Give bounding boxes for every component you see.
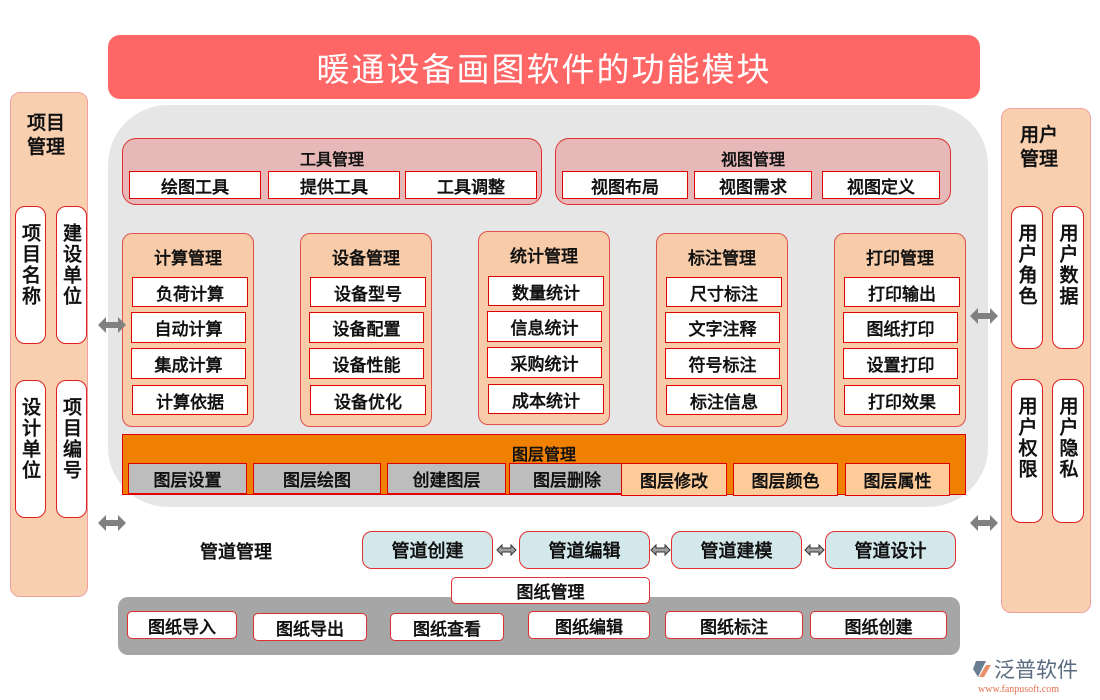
project-management-panel: 项目管理 xyxy=(10,92,88,597)
pipe-item: 管道编辑 xyxy=(519,531,650,569)
layer-item: 创建图层 xyxy=(387,463,506,494)
layer-item: 图层删除 xyxy=(509,463,625,494)
drawing-item: 图纸导出 xyxy=(253,613,367,641)
project-number-item: 项目编号 xyxy=(56,380,87,518)
project-name-item: 项目名称 xyxy=(15,206,46,344)
view-item: 视图需求 xyxy=(694,171,812,199)
view-management-title: 视图管理 xyxy=(720,150,785,169)
column-item: 打印效果 xyxy=(844,385,960,415)
drawing-item: 图纸查看 xyxy=(390,613,504,641)
column-item: 文字注释 xyxy=(665,312,780,343)
construction-unit-item: 建设单位 xyxy=(56,206,87,344)
column-item: 尺寸标注 xyxy=(666,277,782,307)
column-item: 负荷计算 xyxy=(132,277,248,307)
drawing-management-title: 图纸管理 xyxy=(451,577,650,604)
diagram-title: 暖通设备画图软件的功能模块 xyxy=(108,35,980,99)
drawing-item: 图纸创建 xyxy=(810,611,947,639)
tool-item: 提供工具 xyxy=(268,171,400,199)
tool-management-title: 工具管理 xyxy=(299,150,364,169)
column-item: 打印输出 xyxy=(844,277,960,307)
layer-item: 图层修改 xyxy=(621,463,727,496)
double-arrow-icon xyxy=(496,543,517,557)
column-item: 自动计算 xyxy=(131,312,246,343)
user-management-title: 用户管理 xyxy=(1020,124,1059,170)
user-privacy-item: 用户隐私 xyxy=(1052,379,1084,523)
double-arrow-icon xyxy=(804,543,825,557)
column-item: 数量统计 xyxy=(488,276,604,306)
column-item: 设置打印 xyxy=(843,348,958,379)
column-item: 设备型号 xyxy=(310,277,426,307)
layer-management-title: 图层管理 xyxy=(511,445,576,464)
pipe-management-title: 管道管理 xyxy=(200,542,272,563)
drawing-item: 图纸导入 xyxy=(127,611,237,639)
column-item: 计算依据 xyxy=(132,385,248,415)
double-arrow-icon xyxy=(970,308,998,324)
column-item: 信息统计 xyxy=(487,311,602,342)
column-item: 设备配置 xyxy=(309,312,424,343)
project-management-title: 项目管理 xyxy=(27,112,66,158)
column-item: 采购统计 xyxy=(487,347,602,378)
pipe-item: 管道设计 xyxy=(825,531,956,569)
column-item: 标注信息 xyxy=(666,385,782,415)
fanpusoft-logo: 泛普软件 www.fanpusoft.com xyxy=(972,654,1092,695)
double-arrow-icon xyxy=(98,515,126,531)
equipment-management-title: 设备管理 xyxy=(332,249,400,269)
fanpu-logo-icon xyxy=(973,661,991,677)
user-role-item: 用户角色 xyxy=(1011,206,1043,349)
drawing-item: 图纸编辑 xyxy=(528,611,650,639)
double-arrow-icon xyxy=(98,317,126,333)
logo-url: www.fanpusoft.com xyxy=(978,684,1060,695)
column-item: 设备性能 xyxy=(309,348,424,379)
layer-item: 图层颜色 xyxy=(733,463,838,496)
column-item: 符号标注 xyxy=(665,348,780,379)
column-item: 图纸打印 xyxy=(843,312,958,343)
column-item: 集成计算 xyxy=(131,348,246,379)
calculation-management-title: 计算管理 xyxy=(154,249,222,269)
user-permission-item: 用户权限 xyxy=(1011,379,1043,523)
layer-item: 图层绘图 xyxy=(253,463,381,494)
layer-item: 图层设置 xyxy=(128,463,247,494)
column-item: 设备优化 xyxy=(310,385,426,415)
user-management-panel: 用户管理 xyxy=(1001,108,1091,613)
statistics-management-title: 统计管理 xyxy=(510,247,578,267)
pipe-item: 管道创建 xyxy=(362,531,493,569)
drawing-item: 图纸标注 xyxy=(665,611,803,639)
user-data-item: 用户数据 xyxy=(1052,206,1084,349)
pipe-item: 管道建模 xyxy=(671,531,802,569)
print-management-title: 打印管理 xyxy=(866,249,934,269)
design-unit-item: 设计单位 xyxy=(15,380,46,518)
layer-item: 图层属性 xyxy=(845,463,950,496)
tool-item: 工具调整 xyxy=(405,171,537,199)
double-arrow-icon xyxy=(650,543,671,557)
view-item: 视图布局 xyxy=(562,171,688,199)
tool-item: 绘图工具 xyxy=(129,171,261,199)
double-arrow-icon xyxy=(970,515,998,531)
column-item: 成本统计 xyxy=(488,384,604,414)
view-item: 视图定义 xyxy=(822,171,940,199)
logo-name: 泛普软件 xyxy=(994,658,1078,682)
annotation-management-title: 标注管理 xyxy=(688,249,756,269)
